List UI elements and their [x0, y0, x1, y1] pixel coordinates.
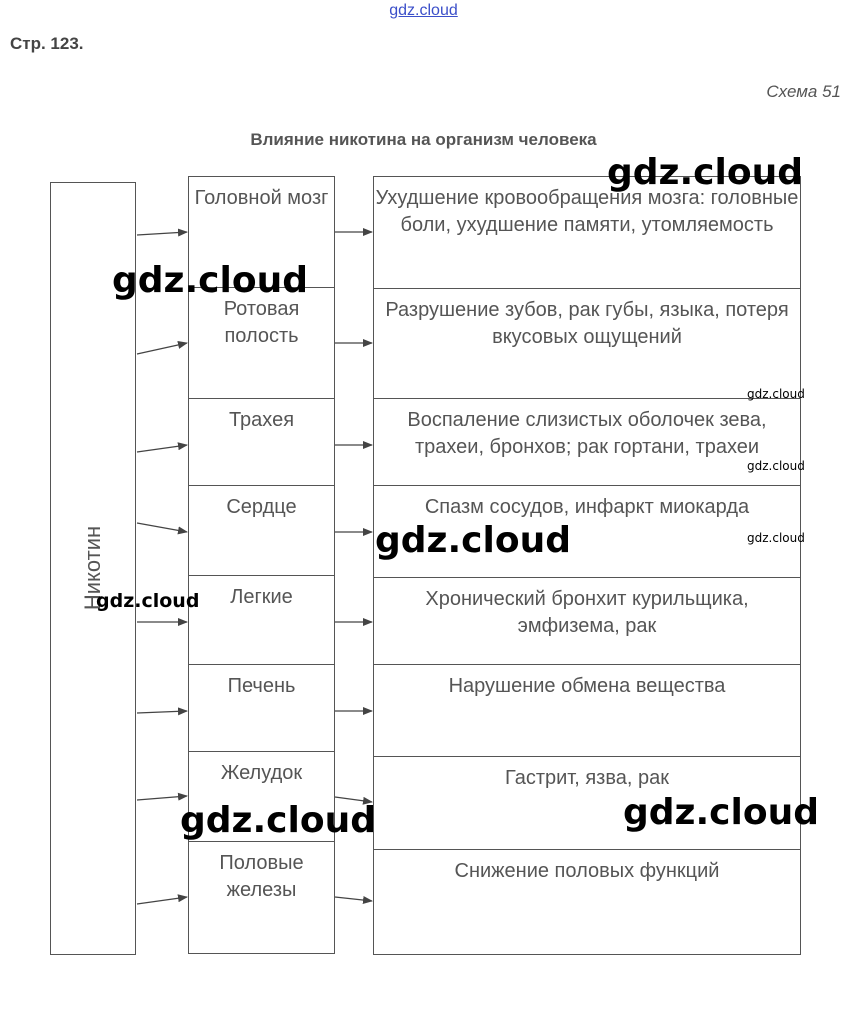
- arrow-nicotine-glands: [136, 894, 188, 905]
- effect-text: Разрушение зубов, рак губы, языка, потер…: [385, 299, 789, 348]
- organ-label: Легкие: [230, 586, 293, 608]
- organ-label: Ротовая полость: [223, 298, 300, 347]
- effect-box-brain: Ухудшение кровообращения мозга: головные…: [373, 176, 801, 289]
- nicotine-box: [50, 182, 136, 955]
- effect-text: Ухудшение кровообращения мозга: головные…: [375, 187, 799, 236]
- watermark: gdz.cloud: [180, 800, 376, 841]
- watermark: gdz.cloud: [747, 387, 805, 401]
- organ-box-glands: Половые железы: [188, 841, 335, 954]
- watermark: gdz.cloud: [607, 152, 803, 193]
- watermark: gdz.cloud: [96, 590, 200, 612]
- effect-text: Воспаление слизистых оболочек зева, трах…: [407, 409, 767, 458]
- effect-box-glands: Снижение половых функций: [373, 849, 801, 955]
- effect-text: Нарушение обмена вещества: [448, 675, 726, 697]
- diagram-title: Влияние никотина на организм человека: [250, 130, 597, 149]
- effect-text: Хронический бронхит курильщика, эмфизема…: [425, 588, 749, 637]
- scheme-number: Схема 51: [766, 82, 841, 101]
- arrow-nicotine-heart: [136, 522, 188, 535]
- watermark: gdz.cloud: [747, 531, 805, 545]
- arrow-nicotine-mouth: [136, 341, 188, 355]
- site-link[interactable]: gdz.cloud: [389, 2, 458, 19]
- effect-text: Снижение половых функций: [454, 860, 720, 882]
- arrow-nicotine-stomach: [136, 792, 188, 801]
- organ-label: Трахея: [228, 409, 295, 431]
- organ-label: Желудок: [220, 762, 303, 784]
- arrow-nicotine-trachea: [136, 442, 188, 453]
- effect-text: Гастрит, язва, рак: [505, 767, 669, 789]
- effect-text: Спазм сосудов, инфаркт миокарда: [424, 496, 750, 518]
- organ-label: Половые железы: [219, 852, 304, 901]
- organ-label: Головной мозг: [194, 187, 329, 209]
- organ-box-mouth: Ротовая полость: [188, 287, 335, 399]
- arrow-stomach-effect: [334, 796, 373, 805]
- watermark: gdz.cloud: [112, 260, 308, 301]
- watermark: gdz.cloud: [375, 520, 571, 561]
- watermark: gdz.cloud: [747, 459, 805, 473]
- organ-label: Сердце: [226, 496, 297, 518]
- arrow-nicotine-brain: [136, 228, 188, 237]
- effect-box-lungs: Хронический бронхит курильщика, эмфизема…: [373, 577, 801, 665]
- arrow-nicotine-liver: [136, 707, 188, 716]
- arrow-glands-effect: [334, 896, 373, 905]
- organ-label: Печень: [227, 675, 296, 697]
- page-reference: Стр. 123.: [10, 34, 84, 53]
- effect-box-trachea: Воспаление слизистых оболочек зева, трах…: [373, 398, 801, 486]
- watermark: gdz.cloud: [623, 792, 819, 833]
